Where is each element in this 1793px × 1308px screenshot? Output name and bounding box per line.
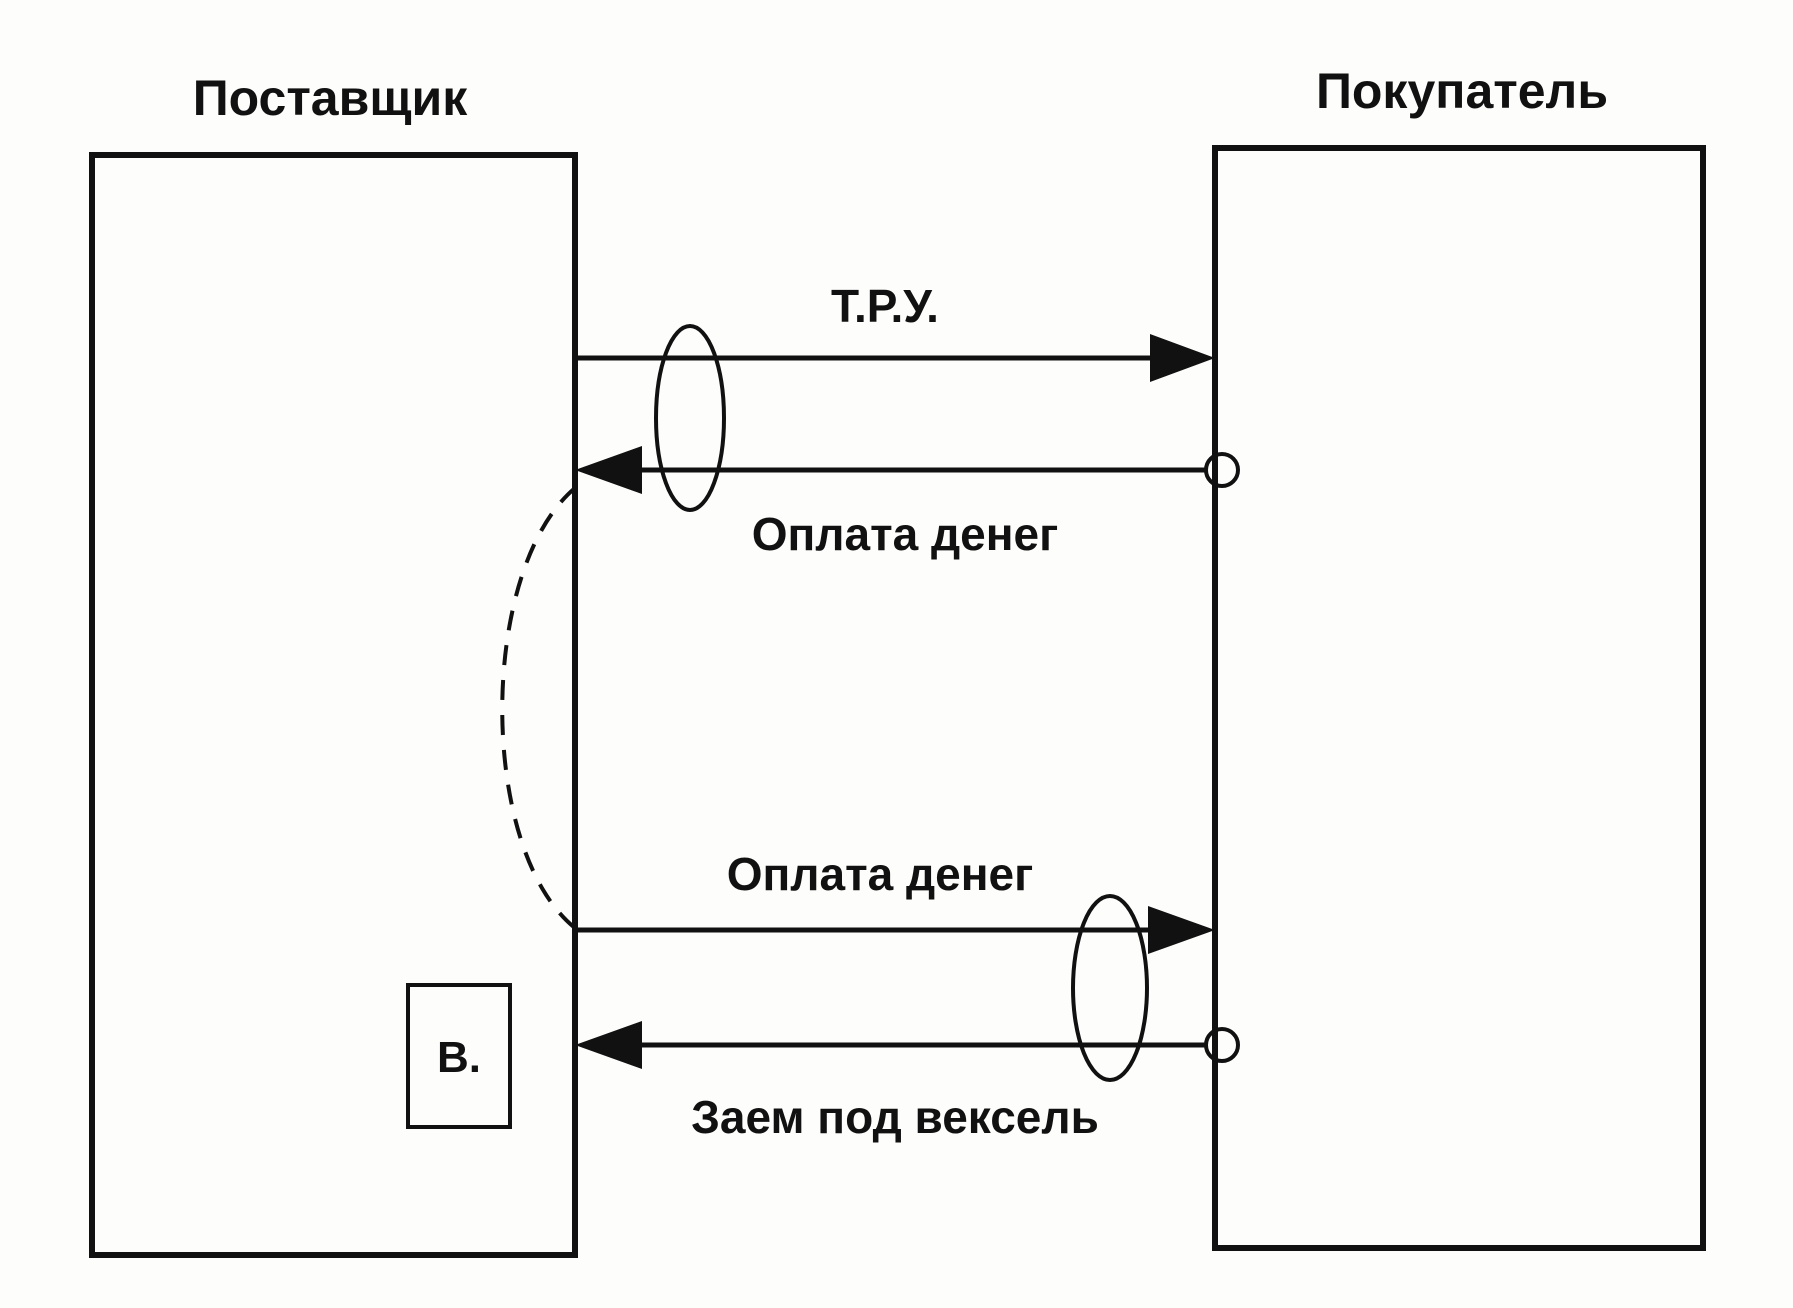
loan-arrowhead-icon <box>575 1021 642 1069</box>
payment-bottom-arrowhead-icon <box>1148 906 1215 954</box>
goods-arrow-label: Т.Р.У. <box>831 280 939 332</box>
loan-arrow-label: Заем под вексель <box>691 1091 1099 1143</box>
payment-top-label: Оплата денег <box>752 508 1059 560</box>
veksel-label: В. <box>437 1033 481 1082</box>
payment-top-connector-circle <box>1204 452 1240 488</box>
veksel-box <box>406 983 512 1129</box>
buyer-box <box>1212 145 1706 1251</box>
dashed-arc <box>500 486 577 930</box>
payment-top-arrowhead-icon <box>575 446 642 494</box>
payment-bottom-label: Оплата денег <box>727 848 1034 900</box>
supplier-label: Поставщик <box>193 70 469 126</box>
loan-connector-circle <box>1204 1027 1240 1063</box>
ellipse-marker-left <box>654 324 726 512</box>
goods-arrowhead-icon <box>1150 334 1215 382</box>
buyer-label: Покупатель <box>1316 63 1608 119</box>
ellipse-marker-right <box>1071 894 1149 1082</box>
supplier-box <box>89 152 578 1258</box>
